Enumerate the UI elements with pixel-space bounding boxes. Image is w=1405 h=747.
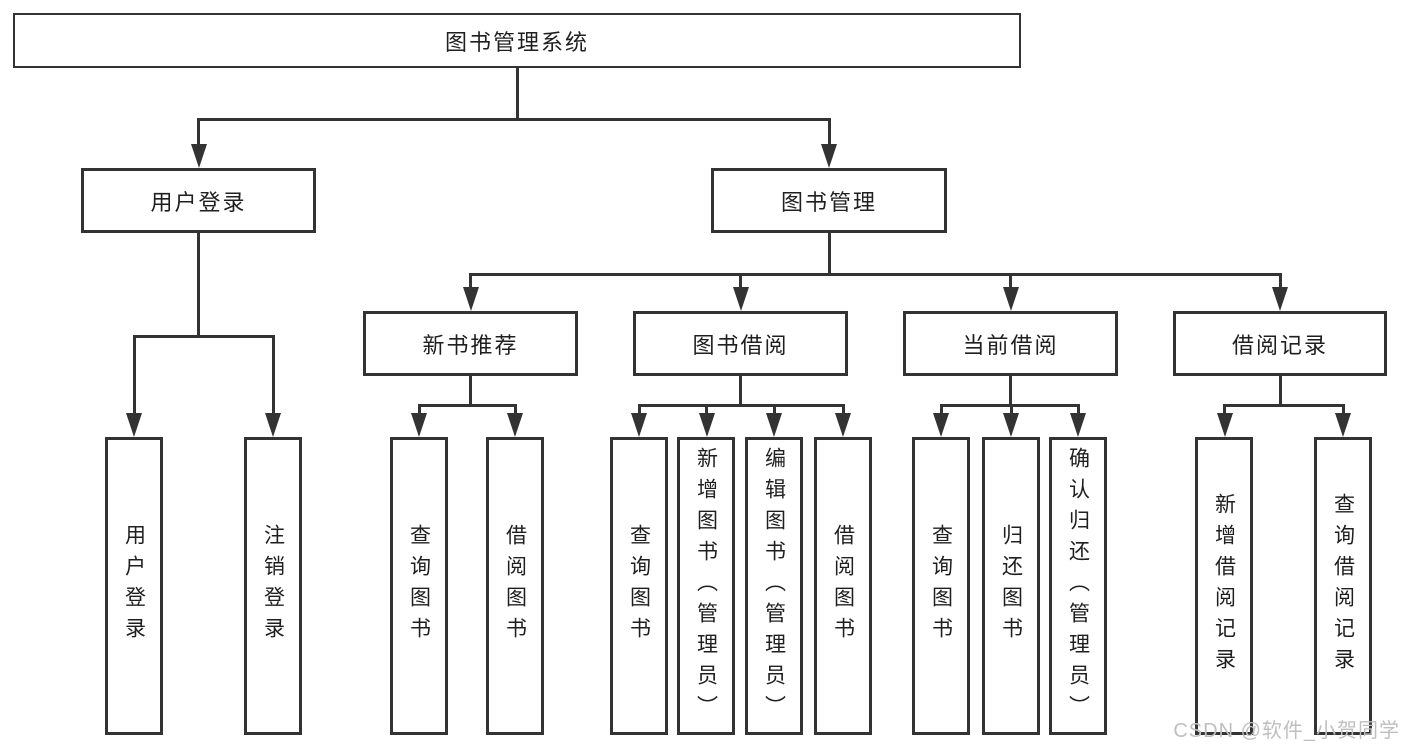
arrow-down-icon	[1002, 287, 1019, 311]
arrow-down-icon	[631, 413, 647, 437]
connector-line	[637, 404, 845, 407]
arrow-down-icon	[126, 413, 142, 437]
connector-line	[1009, 404, 1013, 415]
leaf-label: 借阅图书	[503, 524, 527, 648]
node-query-books-borrowing: 查询图书	[610, 437, 668, 735]
connector-line	[1278, 273, 1282, 289]
connector-line	[469, 273, 1282, 276]
connector-line	[1076, 404, 1080, 415]
connector-line	[827, 233, 831, 273]
connector-line	[513, 404, 517, 415]
arrow-down-icon	[732, 287, 749, 311]
node-book-management: 图书管理	[711, 168, 947, 233]
connector-line	[739, 273, 742, 289]
leaf-label: 新增借阅记录	[1212, 493, 1236, 679]
arrow-down-icon	[507, 413, 523, 437]
node-query-books-current: 查询图书	[912, 437, 970, 735]
node-logout-login: 注销登录	[244, 437, 302, 735]
connector-line	[132, 335, 136, 415]
arrow-down-icon	[933, 413, 949, 437]
arrow-down-icon	[1272, 287, 1288, 311]
connector-line	[1341, 404, 1345, 415]
csdn-watermark: CSDN @软件_小贺同学	[1173, 720, 1400, 742]
connector-line	[197, 118, 831, 121]
leaf-label: 确认归还（管理员）	[1066, 446, 1090, 726]
connector-line	[739, 376, 742, 407]
arrow-down-icon	[821, 144, 837, 168]
connector-line	[1223, 404, 1226, 415]
connector-line	[637, 404, 641, 415]
node-query-books-recommend: 查询图书	[390, 437, 448, 735]
node-confirm-return-admin: 确认归还（管理员）	[1049, 437, 1107, 735]
leaf-label: 借阅图书	[831, 524, 855, 648]
node-add-books-admin: 新增图书（管理员）	[677, 437, 735, 735]
arrow-down-icon	[698, 413, 715, 437]
leaf-label: 查询图书	[627, 524, 651, 648]
node-book-borrowing: 图书借阅	[633, 311, 848, 376]
connector-line	[515, 68, 519, 118]
connector-line	[132, 335, 275, 338]
node-edit-books-admin: 编辑图书（管理员）	[745, 437, 803, 735]
node-return-books: 归还图书	[982, 437, 1040, 735]
leaf-label: 查询图书	[929, 524, 953, 648]
arrow-down-icon	[411, 413, 427, 437]
arrow-down-icon	[835, 413, 851, 437]
node-current-borrowing: 当前借阅	[903, 311, 1118, 376]
arrow-down-icon	[265, 413, 281, 437]
connector-line	[469, 273, 472, 289]
arrow-down-icon	[1216, 413, 1233, 437]
node-borrow-books-recommend: 借阅图书	[486, 437, 544, 735]
connector-line	[469, 376, 472, 407]
connector-line	[939, 404, 943, 415]
arrow-down-icon	[462, 287, 479, 311]
node-library-management-system: 图书管理系统	[13, 13, 1021, 68]
connector-line	[827, 118, 831, 146]
leaf-label: 查询借阅记录	[1331, 493, 1355, 679]
connector-line	[197, 233, 200, 335]
connector-line	[417, 404, 421, 415]
connector-line	[197, 118, 200, 146]
node-borrowing-records: 借阅记录	[1173, 311, 1387, 376]
connector-line	[1009, 273, 1012, 289]
leaf-label: 新增图书（管理员）	[694, 446, 718, 726]
arrow-down-icon	[1335, 413, 1351, 437]
arrow-down-icon	[190, 144, 207, 168]
node-query-borrow-record: 查询借阅记录	[1314, 437, 1372, 735]
leaf-label: 用户登录	[122, 524, 146, 648]
connector-line	[271, 335, 275, 415]
arrow-down-icon	[766, 413, 782, 437]
node-user-login: 用户登录	[105, 437, 163, 735]
connector-line	[1278, 376, 1282, 407]
leaf-label: 编辑图书（管理员）	[762, 446, 786, 726]
node-user-login-branch: 用户登录	[81, 168, 316, 233]
connector-line	[772, 404, 776, 415]
connector-line	[1223, 404, 1345, 407]
connector-line	[1009, 376, 1012, 407]
leaf-label: 查询图书	[407, 524, 431, 648]
arrow-down-icon	[1070, 413, 1086, 437]
node-new-book-recommendation: 新书推荐	[363, 311, 578, 376]
connector-line	[841, 404, 845, 415]
connector-line	[417, 404, 517, 407]
arrow-down-icon	[1003, 413, 1019, 437]
leaf-label: 归还图书	[999, 524, 1023, 648]
connector-line	[705, 404, 708, 415]
leaf-label: 注销登录	[261, 524, 285, 648]
node-borrow-books-borrowing: 借阅图书	[814, 437, 872, 735]
node-add-borrow-record: 新增借阅记录	[1195, 437, 1253, 735]
